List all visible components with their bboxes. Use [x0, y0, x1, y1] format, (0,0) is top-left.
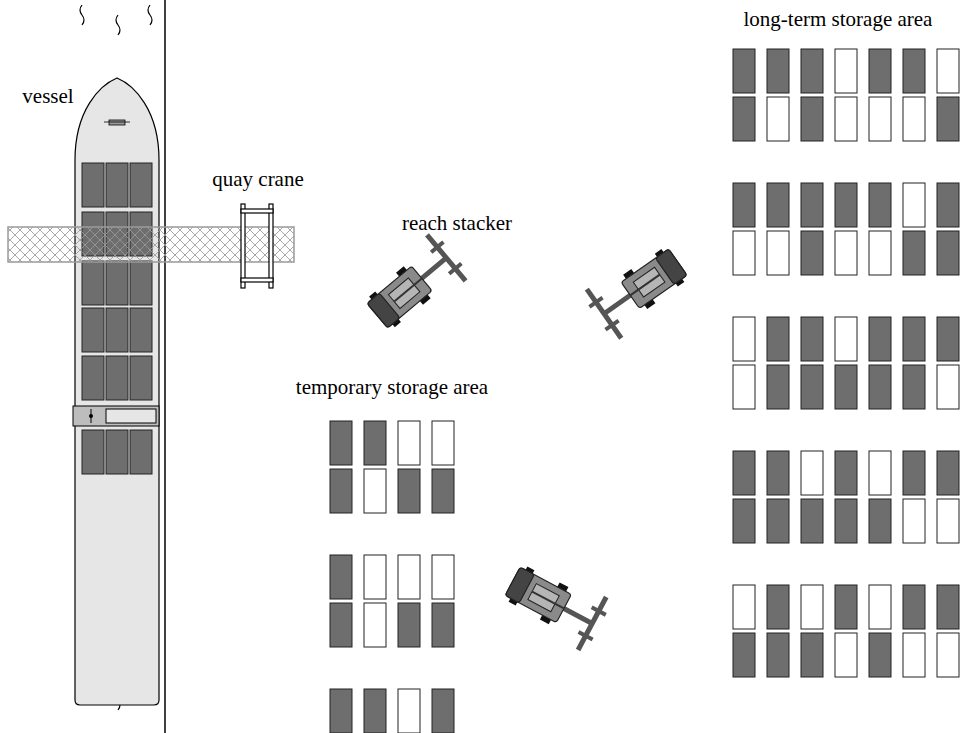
- crane-label: quay crane: [212, 168, 304, 191]
- vessel-label: vessel: [22, 85, 73, 108]
- area-label: temporary storage area: [296, 376, 488, 399]
- stacker-label: reach stacker: [402, 212, 512, 235]
- area-label: long-term storage area: [744, 8, 933, 31]
